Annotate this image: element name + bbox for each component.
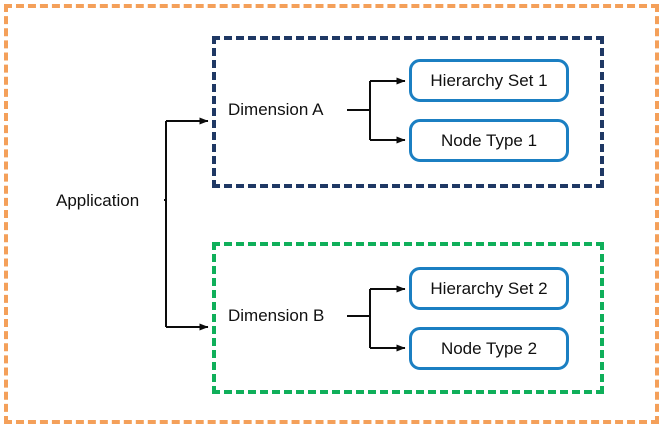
node-hierarchy-set-2-label: Hierarchy Set 2: [430, 279, 548, 298]
dimension-b-label: Dimension B: [228, 306, 325, 325]
node-node-type-1-label: Node Type 1: [440, 131, 538, 150]
node-hierarchy-set-1[interactable]: Hierarchy Set 1: [409, 59, 569, 102]
node-node-type-2[interactable]: Node Type 2: [409, 327, 569, 370]
application-label: Application: [56, 191, 140, 210]
application-boundary-box: [4, 4, 659, 424]
node-hierarchy-set-1-label: Hierarchy Set 1: [430, 71, 548, 90]
dimension-b-boundary-box: [212, 242, 604, 394]
node-node-type-2-label: Node Type 2: [440, 339, 538, 358]
node-hierarchy-set-2[interactable]: Hierarchy Set 2: [409, 267, 569, 310]
node-node-type-1[interactable]: Node Type 1: [409, 119, 569, 162]
dimension-a-label: Dimension A: [228, 100, 324, 119]
dimension-a-boundary-box: [212, 36, 604, 188]
